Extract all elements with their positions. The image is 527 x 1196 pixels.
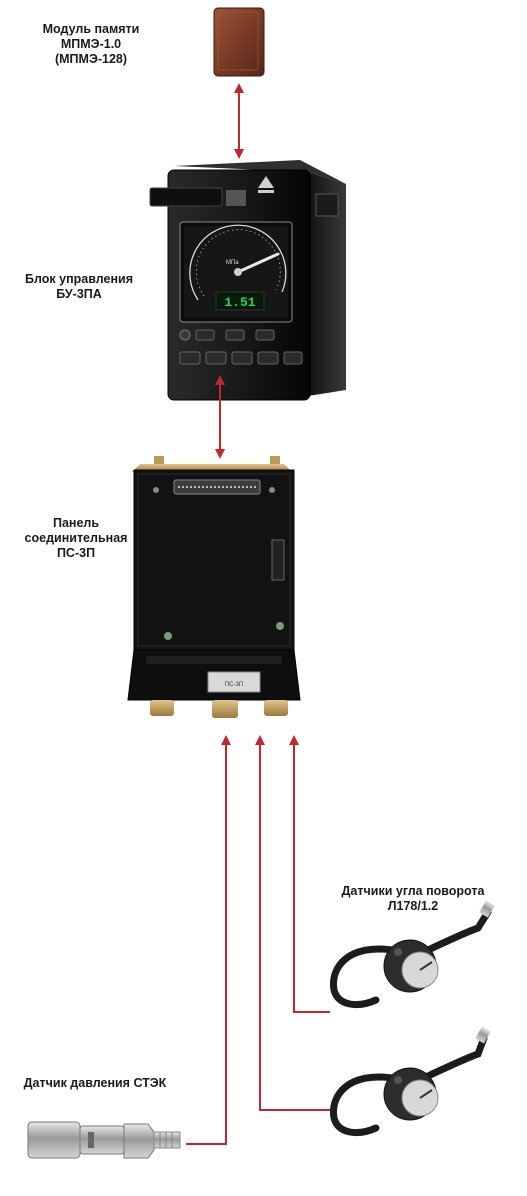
connection-panel-device: ПС-3П	[127, 456, 301, 718]
arrow-angle-sensor-2	[255, 735, 330, 1111]
memory-module-label: Модуль памяти МПМЭ-1.0 (МПМЭ-128)	[42, 22, 140, 66]
digital-display-value: 1.51	[224, 295, 255, 310]
angle-sensor-2	[330, 1026, 491, 1137]
angle-sensor-1	[330, 900, 495, 1009]
angle-sensors-label: Датчики угла поворота Л178/1.2	[341, 884, 485, 913]
arrow-angle-sensor-1	[289, 735, 330, 1013]
connection-panel-label: Панель соединительная ПС-3П	[24, 516, 128, 560]
gauge-unit-text: МПа	[226, 260, 239, 266]
panel-plate-text: ПС-3П	[225, 682, 243, 688]
arrow-pressure-sensor	[186, 735, 231, 1145]
control-unit-label: Блок управления БУ-3ПА	[25, 272, 133, 301]
pressure-sensor	[27, 1121, 181, 1159]
memory-module	[213, 7, 265, 77]
control-unit-device: МПа 1.51	[149, 160, 346, 401]
pressure-sensor-label: Датчик давления СТЭК	[23, 1076, 167, 1090]
